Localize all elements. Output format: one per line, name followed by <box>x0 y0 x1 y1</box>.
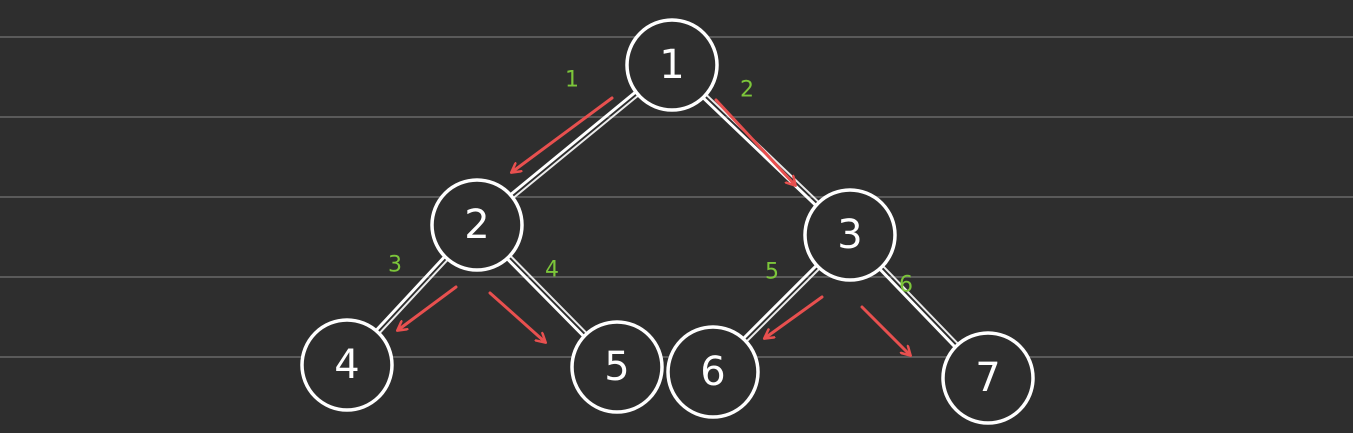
traversal-arrow-3 <box>398 285 458 330</box>
edge-n1-n3 <box>701 96 818 208</box>
node-circle <box>300 318 394 412</box>
node-label: 1 <box>659 42 684 88</box>
tree-node-1: 1 <box>625 18 719 112</box>
tree-node-4: 4 <box>300 318 394 412</box>
node-label: 4 <box>334 342 359 388</box>
edge-n3-n6-shadow <box>745 267 821 343</box>
node-circle <box>570 320 664 414</box>
step-label-2: 2 <box>740 78 754 103</box>
node-circle <box>430 178 524 272</box>
step-labels: 1 2 3 4 5 6 <box>388 68 913 298</box>
node-label: 6 <box>700 349 725 395</box>
step-label-4: 4 <box>545 258 559 283</box>
node-label: 7 <box>975 355 1000 401</box>
edge-n2-n4-shadow <box>378 258 449 335</box>
edge-n1-n2 <box>508 90 638 197</box>
traversal-arrow-1 <box>512 96 614 172</box>
edge-n2-n4 <box>374 254 447 333</box>
tree-edges <box>374 90 960 349</box>
edge-n1-n2-shadow <box>512 94 640 200</box>
traversal-arrows <box>398 96 910 355</box>
edge-n2-n5 <box>505 257 586 338</box>
tree-node-7: 7 <box>941 331 1035 425</box>
node-label: 5 <box>604 344 629 390</box>
node-label: 2 <box>464 202 489 248</box>
node-label: 3 <box>837 212 862 258</box>
edge-n3-n7 <box>878 267 957 349</box>
edge-n3-n6 <box>741 263 819 341</box>
step-label-1: 1 <box>565 68 579 93</box>
tree-node-5: 5 <box>570 320 664 414</box>
node-circle <box>941 331 1035 425</box>
step-label-5: 5 <box>765 260 779 285</box>
tree-node-6: 6 <box>666 325 760 419</box>
node-circle <box>803 188 897 282</box>
traversal-arrow-5 <box>765 295 824 338</box>
traversal-arrow-2 <box>714 98 795 185</box>
step-label-3: 3 <box>388 253 402 278</box>
traversal-arrow-4 <box>488 291 545 342</box>
edge-n2-n5-shadow <box>509 254 588 335</box>
node-circle <box>625 18 719 112</box>
edge-n3-n7-shadow <box>881 264 960 346</box>
node-circle <box>666 325 760 419</box>
traversal-arrow-6 <box>860 305 910 355</box>
tree-node-3: 3 <box>803 188 897 282</box>
step-label-6: 6 <box>899 273 913 298</box>
tree-node-2: 2 <box>430 178 524 272</box>
tree-nodes: 1 2 3 4 5 6 7 <box>300 18 1035 425</box>
